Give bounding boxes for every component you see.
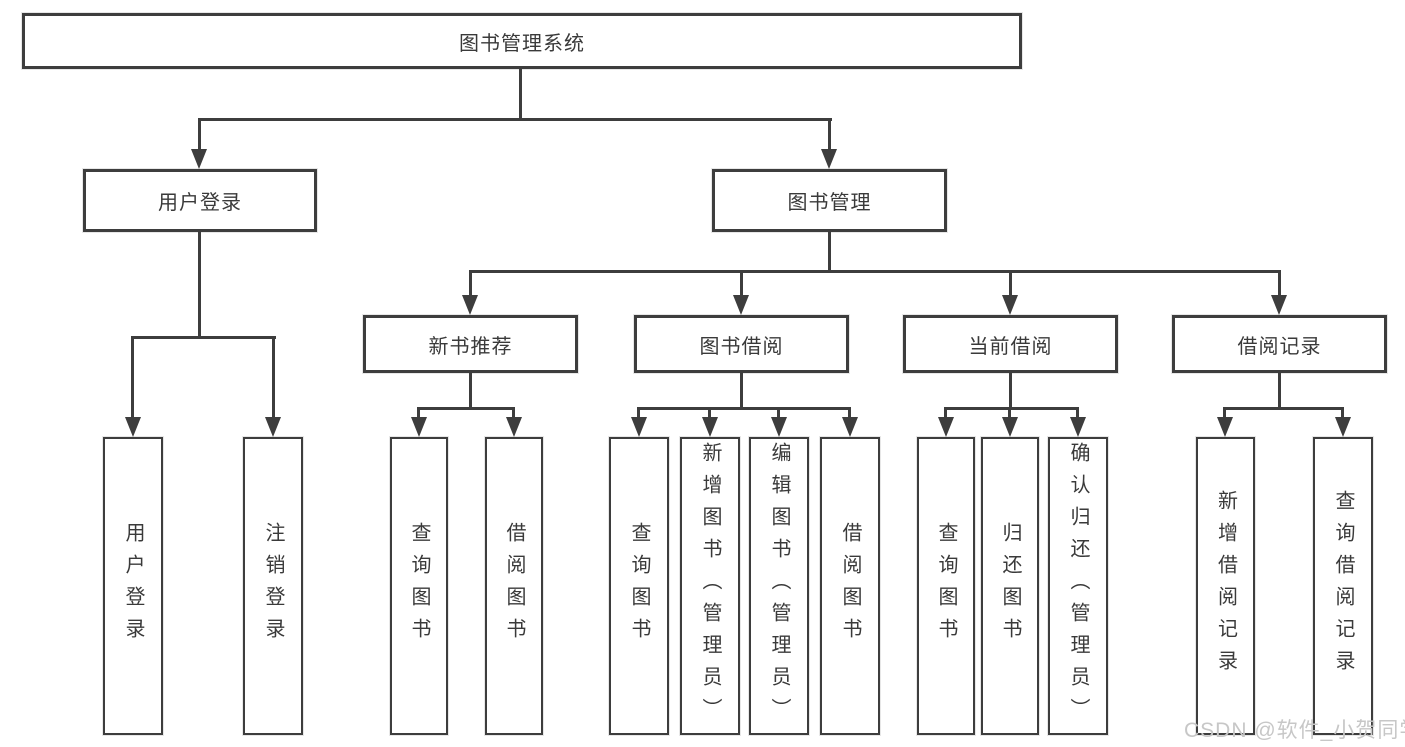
connector-drop-user-login: [198, 121, 201, 151]
connector-drop-br-add: [1223, 410, 1226, 419]
connector-drop-cb-return: [1008, 410, 1011, 419]
node-book-mgmt: 图书管理: [712, 169, 947, 232]
arrowhead-bb-borrow: [842, 417, 858, 437]
node-root: 图书管理系统: [22, 13, 1022, 69]
arrowhead-book-mgmt: [821, 149, 837, 169]
node-nbr-query-book: 查询图书: [390, 437, 448, 735]
connector-stem-current-borrow: [1009, 373, 1012, 410]
arrowhead-nbr-query: [411, 417, 427, 437]
arrowhead-bb-add: [702, 417, 718, 437]
connector-stem-borrow-records: [1278, 373, 1281, 410]
connector-drop-ul-logout: [272, 339, 275, 421]
node-bb-borrow-book-label: 借阅图书: [839, 522, 861, 650]
connector-drop-nbr-query: [417, 410, 420, 419]
connector-stem-user-login: [198, 232, 201, 339]
connector-drop-bb-add: [708, 410, 711, 419]
connector-drop-bb-borrow: [848, 410, 851, 419]
connector-drop-br-query: [1341, 410, 1344, 419]
arrowhead-cb-return: [1002, 417, 1018, 437]
arrowhead-ul-user-login: [125, 417, 141, 437]
arrowhead-borrow-records: [1271, 295, 1287, 315]
connector-drop-cb-query: [944, 410, 947, 419]
connector-rail-user-login-children: [131, 336, 276, 339]
node-br-add-record: 新增借阅记录: [1196, 437, 1255, 735]
arrowhead-current-borrow: [1002, 295, 1018, 315]
connector-rail-book-borrow-children: [637, 407, 851, 410]
connector-stem-new-book-rec: [469, 373, 472, 410]
node-user-login: 用户登录: [83, 169, 317, 232]
node-nbr-borrow-book-label: 借阅图书: [503, 522, 525, 650]
arrowhead-ul-logout: [265, 417, 281, 437]
node-borrow-records-label: 借阅记录: [1237, 335, 1322, 358]
connector-rail-root-children: [198, 118, 832, 121]
node-bb-query-book-label: 查询图书: [628, 522, 650, 650]
arrowhead-cb-query: [938, 417, 954, 437]
node-ul-logout: 注销登录: [243, 437, 303, 735]
node-nbr-borrow-book: 借阅图书: [485, 437, 543, 735]
arrowhead-cb-confirm: [1070, 417, 1086, 437]
node-bb-query-book: 查询图书: [609, 437, 669, 735]
node-bb-borrow-book: 借阅图书: [820, 437, 880, 735]
connector-drop-bb-edit: [777, 410, 780, 419]
arrowhead-bb-query: [631, 417, 647, 437]
node-book-borrow-label: 图书借阅: [699, 335, 784, 358]
node-bb-edit-book-label: 编辑图书（管理员）: [768, 442, 790, 730]
node-new-book-rec-label: 新书推荐: [428, 335, 513, 358]
node-cb-query-book: 查询图书: [917, 437, 975, 735]
node-ul-user-login: 用户登录: [103, 437, 163, 735]
connector-drop-ul-user-login: [131, 339, 134, 421]
node-user-login-label: 用户登录: [158, 192, 242, 214]
connector-drop-book-mgmt: [828, 121, 831, 151]
arrowhead-br-add: [1217, 417, 1233, 437]
node-bb-add-book: 新增图书（管理员）: [680, 437, 740, 735]
node-book-borrow: 图书借阅: [634, 315, 849, 373]
node-br-query-record: 查询借阅记录: [1313, 437, 1373, 735]
connector-stem-book-borrow: [740, 373, 743, 410]
connector-stem-root: [519, 69, 522, 121]
connector-drop-new-book-rec: [469, 273, 472, 298]
connector-drop-borrow-records: [1278, 273, 1281, 298]
connector-rail-current-borrow-children: [944, 407, 1079, 410]
node-br-query-record-label: 查询借阅记录: [1332, 490, 1354, 682]
arrowhead-br-query: [1335, 417, 1351, 437]
arrowhead-bb-edit: [771, 417, 787, 437]
arrowhead-book-borrow: [733, 295, 749, 315]
node-root-label: 图书管理系统: [459, 32, 585, 55]
connector-drop-cb-confirm: [1076, 410, 1079, 419]
node-current-borrow: 当前借阅: [903, 315, 1118, 373]
node-ul-logout-label: 注销登录: [262, 522, 284, 650]
arrowhead-nbr-borrow: [506, 417, 522, 437]
connector-drop-bb-query: [637, 410, 640, 419]
connector-rail-borrow-records-children: [1223, 407, 1344, 410]
node-cb-return-book-label: 归还图书: [999, 522, 1021, 650]
node-borrow-records: 借阅记录: [1172, 315, 1387, 373]
node-book-mgmt-label: 图书管理: [787, 192, 872, 214]
node-cb-query-book-label: 查询图书: [935, 522, 957, 650]
connector-rail-new-book-rec-children: [417, 407, 515, 410]
node-bb-add-book-label: 新增图书（管理员）: [699, 442, 721, 730]
connector-rail-book-mgmt-children: [469, 270, 1281, 273]
connector-drop-current-borrow: [1009, 273, 1012, 298]
node-cb-return-book: 归还图书: [981, 437, 1039, 735]
node-new-book-rec: 新书推荐: [363, 315, 578, 373]
node-cb-confirm-return: 确认归还（管理员）: [1048, 437, 1108, 735]
node-bb-edit-book: 编辑图书（管理员）: [749, 437, 809, 735]
connector-drop-nbr-borrow: [512, 410, 515, 419]
node-current-borrow-label: 当前借阅: [968, 335, 1053, 358]
watermark: CSDN @软件_小贺同学: [1184, 719, 1405, 742]
arrowhead-new-book-rec: [462, 295, 478, 315]
node-br-add-record-label: 新增借阅记录: [1214, 490, 1237, 682]
node-nbr-query-book-label: 查询图书: [408, 522, 430, 650]
node-ul-user-login-label: 用户登录: [122, 522, 144, 650]
arrowhead-user-login: [191, 149, 207, 169]
connector-stem-book-mgmt: [828, 232, 831, 273]
connector-drop-book-borrow: [740, 273, 743, 298]
node-cb-confirm-return-label: 确认归还（管理员）: [1067, 442, 1089, 730]
